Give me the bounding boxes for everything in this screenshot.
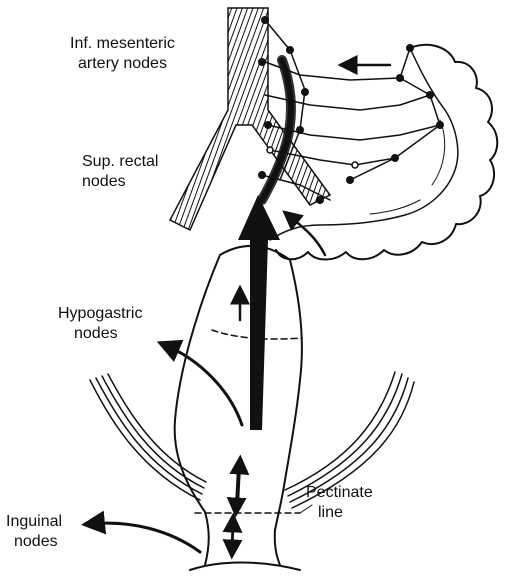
- label-sup-rectal: Sup. rectal nodes: [82, 153, 163, 190]
- double-arrow-lower-down: [236, 472, 238, 510]
- arrow-to-sup-rectal: [288, 215, 325, 255]
- pectinate-leader: [300, 505, 312, 513]
- label-inf-mesenteric: Inf. mesenteric artery nodes: [70, 35, 179, 72]
- artery-trunk: [170, 8, 330, 230]
- levator-ani-left: [90, 374, 206, 500]
- label-inguinal: Inguinal nodes: [6, 513, 67, 550]
- label-hypogastric: Hypogastric nodes: [58, 305, 147, 342]
- label-pectinate: Pectinate line: [306, 484, 377, 521]
- arrow-pectinate-down: [232, 528, 233, 552]
- rectum: [175, 246, 302, 570]
- arrow-inguinal: [90, 523, 200, 552]
- main-drainage-arrow: [238, 195, 280, 430]
